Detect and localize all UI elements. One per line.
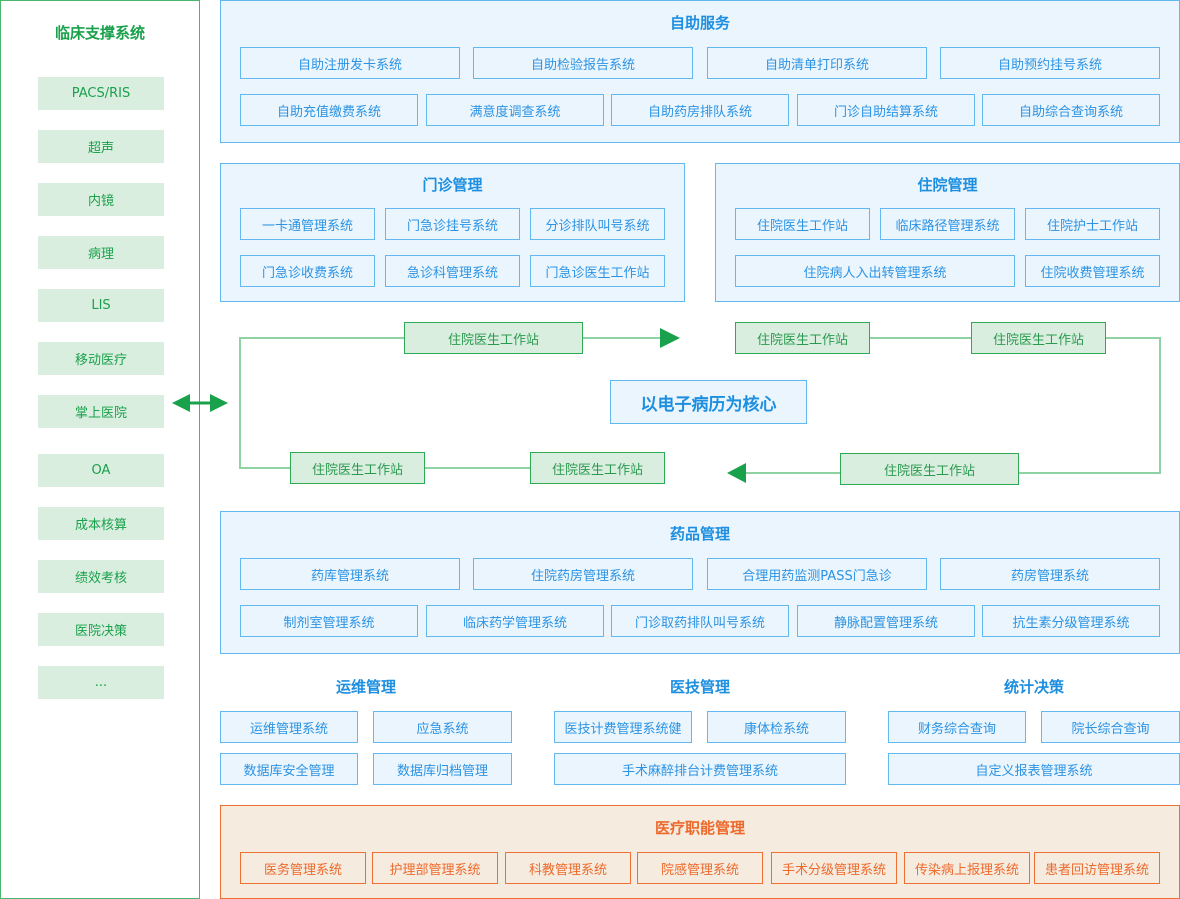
system-box[interactable]: 门诊自助结算系统 [797,94,975,126]
system-box[interactable]: 药库管理系统 [240,558,460,590]
system-box[interactable]: 住院收费管理系统 [1025,255,1160,287]
connector-line [1105,337,1161,339]
system-box[interactable]: 自助充值缴费系统 [240,94,418,126]
workstation-node[interactable]: 住院医生工作站 [840,453,1019,485]
system-box[interactable]: 临床药学管理系统 [426,605,604,637]
ops-title: 运维管理 [335,678,396,696]
system-box[interactable]: 合理用药监测PASS门急诊 [707,558,927,590]
panel-title: 医疗职能管理 [654,819,745,837]
system-box[interactable]: 门急诊挂号系统 [385,208,520,240]
list-item[interactable]: ... [38,666,164,699]
system-box[interactable]: 门急诊医生工作站 [530,255,665,287]
connector-line [869,337,972,339]
system-box[interactable]: 抗生素分级管理系统 [982,605,1160,637]
list-item[interactable]: PACS/RIS [38,77,164,110]
arrow-left-icon [727,463,746,483]
system-box[interactable]: 自助预约挂号系统 [940,47,1160,79]
panel-title: 自助服务 [669,14,730,32]
core-emr-box[interactable]: 以电子病历为核心 [610,380,807,424]
system-box[interactable]: 自助综合查询系统 [982,94,1160,126]
workstation-node[interactable]: 住院医生工作站 [290,452,425,484]
list-item[interactable]: 医院决策 [38,613,164,646]
system-box[interactable]: 静脉配置管理系统 [797,605,975,637]
system-box[interactable]: 医技计费管理系统健 [554,711,692,743]
system-box[interactable]: 一卡通管理系统 [240,208,375,240]
list-item[interactable]: 内镜 [38,183,164,216]
workstation-node[interactable]: 住院医生工作站 [530,452,665,484]
system-box[interactable]: 门急诊收费系统 [240,255,375,287]
system-box[interactable]: 患者回访管理系统 [1034,852,1160,884]
double-arrow-icon [172,394,228,412]
list-item[interactable]: 移动医疗 [38,342,164,375]
list-item[interactable]: 超声 [38,130,164,163]
system-box[interactable]: 数据库归档管理 [373,753,512,785]
connector-line [240,467,291,469]
system-box[interactable]: 住院医生工作站 [735,208,870,240]
system-box[interactable]: 自助检验报告系统 [473,47,693,79]
system-box[interactable]: 住院药房管理系统 [473,558,693,590]
list-item[interactable]: OA [38,454,164,487]
system-box[interactable]: 传染病上报理系统 [904,852,1030,884]
panel-title: 药品管理 [669,525,730,543]
system-box[interactable]: 应急系统 [373,711,512,743]
list-item[interactable]: 绩效考核 [38,560,164,593]
system-box[interactable]: 临床路径管理系统 [880,208,1015,240]
system-box[interactable]: 制剂室管理系统 [240,605,418,637]
list-item[interactable]: 掌上医院 [38,395,164,428]
panel-title: 住院管理 [917,176,978,194]
system-box[interactable]: 住院护士工作站 [1025,208,1160,240]
system-box[interactable]: 院长综合查询 [1041,711,1180,743]
stats-title: 统计决策 [1003,678,1064,696]
system-box[interactable]: 急诊科管理系统 [385,255,520,287]
list-item[interactable]: 成本核算 [38,507,164,540]
list-item[interactable]: 病理 [38,236,164,269]
system-box[interactable]: 康体检系统 [707,711,846,743]
system-box[interactable]: 财务综合查询 [888,711,1026,743]
workstation-node[interactable]: 住院医生工作站 [404,322,583,354]
system-box[interactable]: 自助注册发卡系统 [240,47,460,79]
system-box[interactable]: 手术分级管理系统 [771,852,897,884]
list-item[interactable]: LIS [38,289,164,322]
system-box[interactable]: 医务管理系统 [240,852,366,884]
system-box[interactable]: 运维管理系统 [220,711,358,743]
system-box[interactable]: 住院病人入出转管理系统 [735,255,1015,287]
system-box[interactable]: 数据库安全管理 [220,753,358,785]
system-box[interactable]: 药房管理系统 [940,558,1160,590]
workstation-node[interactable]: 住院医生工作站 [971,322,1106,354]
system-box[interactable]: 分诊排队叫号系统 [530,208,665,240]
system-box[interactable]: 自定义报表管理系统 [888,753,1180,785]
system-box[interactable]: 自助药房排队系统 [611,94,789,126]
connector-line [582,337,662,339]
workstation-node[interactable]: 住院医生工作站 [735,322,870,354]
panel-title: 门诊管理 [422,176,483,194]
system-box[interactable]: 门诊取药排队叫号系统 [611,605,789,637]
system-box[interactable]: 院感管理系统 [637,852,763,884]
system-box[interactable]: 满意度调查系统 [426,94,604,126]
system-box[interactable]: 手术麻醉排台计费管理系统 [554,753,846,785]
connector-line [239,337,241,469]
connector-line [1159,337,1161,474]
system-box[interactable]: 科教管理系统 [505,852,631,884]
medtech-title: 医技管理 [669,678,730,696]
connector-line [740,472,841,474]
system-box[interactable]: 自助清单打印系统 [707,47,927,79]
connector-line [424,467,531,469]
panel-title: 临床支撑系统 [54,24,145,42]
clinical-support-panel: 临床支撑系统 PACS/RIS 超声 内镜 病理 LIS 移动医疗 掌上医院 O… [0,0,200,899]
arrow-right-icon [660,328,680,348]
connector-line [240,337,405,339]
connector-line [1018,472,1160,474]
system-box[interactable]: 护理部管理系统 [372,852,498,884]
